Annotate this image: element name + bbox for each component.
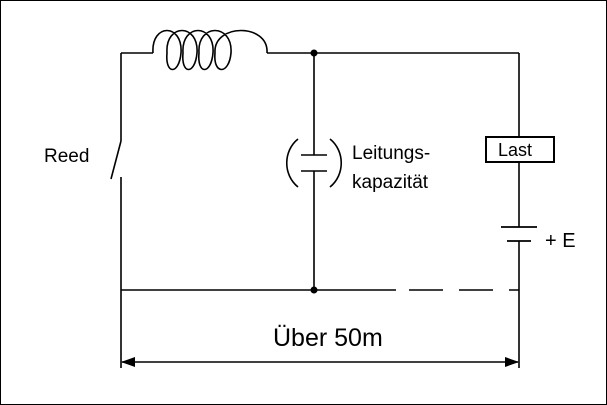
line-capacitance-label-line2: kapazität — [352, 172, 429, 193]
distance-label: Über 50m — [273, 324, 383, 352]
reed-switch-contact — [110, 140, 122, 180]
capacitor-arc-left — [285, 138, 299, 188]
inductor-coil — [152, 29, 268, 71]
load-label: Last — [498, 140, 533, 160]
reed-label: Reed — [44, 146, 90, 167]
junction-dot-top — [310, 49, 318, 57]
voltage-label: + E — [545, 230, 576, 252]
load-box — [485, 136, 555, 163]
junction-dot-bottom — [310, 286, 318, 294]
capacitor-arc-right — [329, 138, 343, 188]
line-capacitance-label-line1: Leitungs- — [352, 143, 431, 164]
